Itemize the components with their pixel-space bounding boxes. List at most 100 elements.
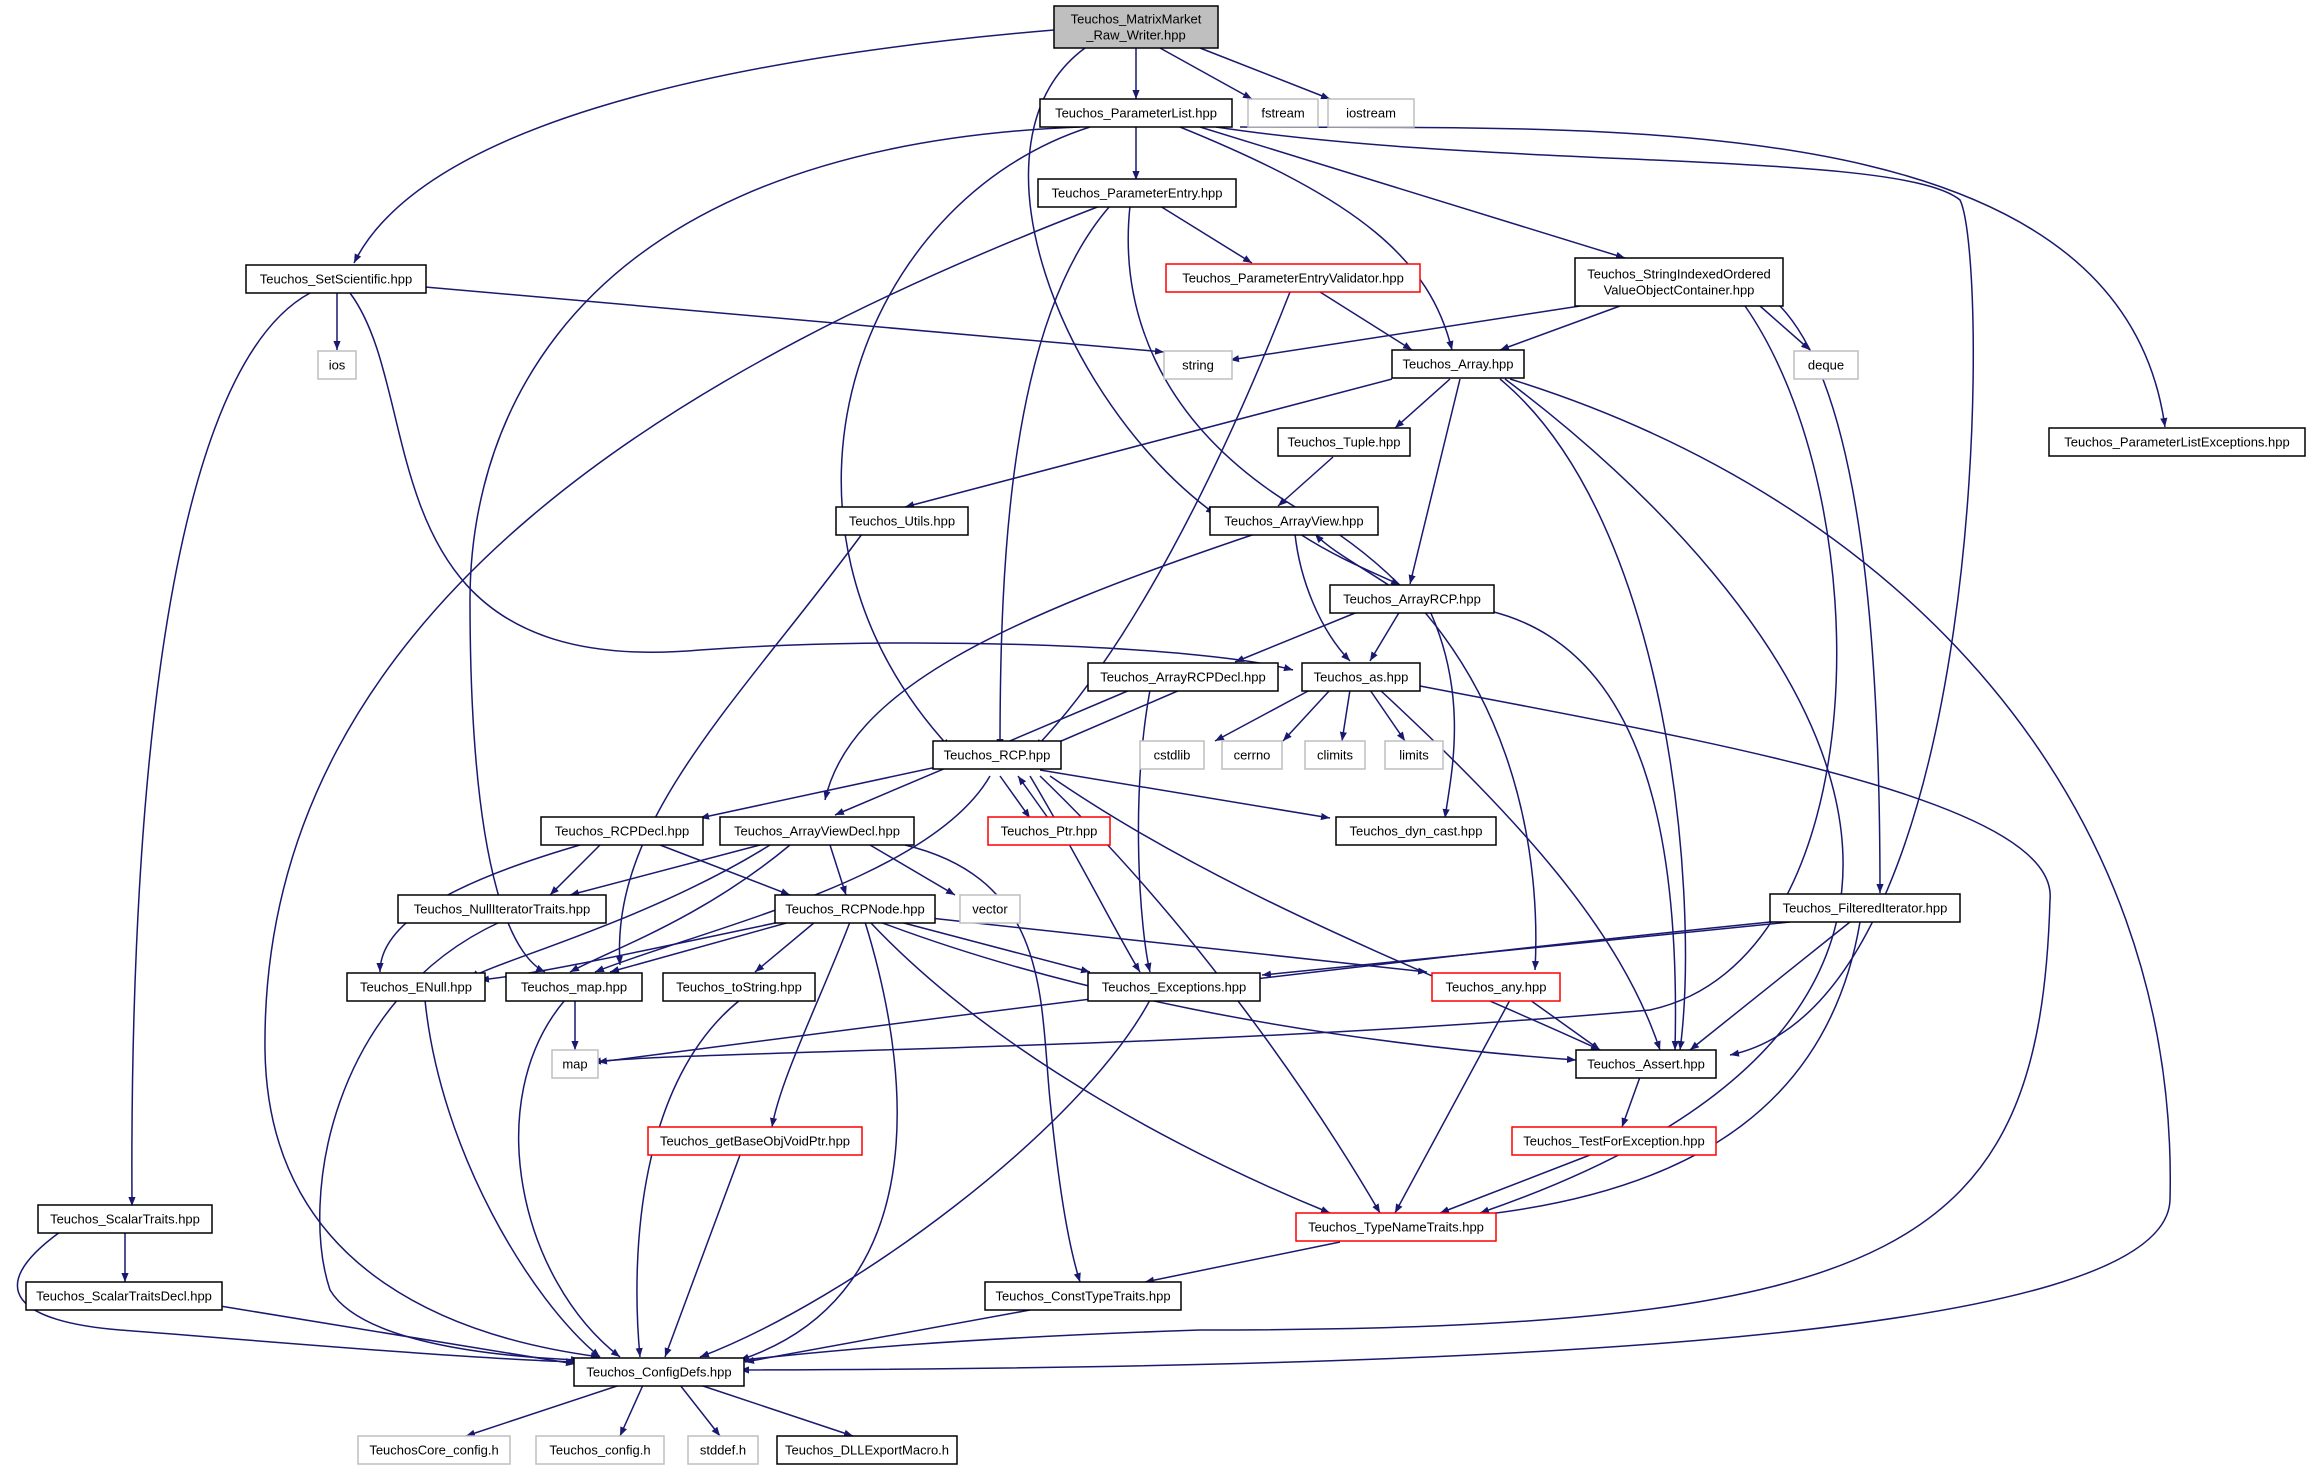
node-box [1087, 972, 1261, 1002]
node-box [2048, 427, 2306, 457]
edge-exceptions-configdefs [699, 999, 1151, 1358]
node-tcfg: Teuchos_config.h [535, 1435, 665, 1465]
node-fstream: fstream [1247, 98, 1319, 128]
node-box [776, 1435, 958, 1465]
node-box [1304, 740, 1366, 770]
node-array[interactable]: Teuchos_Array.hpp [1391, 349, 1525, 379]
edge-as-cstdlib [1214, 689, 1311, 742]
node-label: Teuchos_Utils.hpp [849, 514, 955, 529]
edge-rcpnode-tostring [754, 921, 816, 973]
node-rcpnode[interactable]: Teuchos_RCPNode.hpp [774, 894, 936, 924]
edge-array-typename [1479, 378, 1844, 1214]
node-sioc[interactable]: Teuchos_StringIndexedOrderedValueObjectC… [1574, 257, 1784, 307]
node-limits: limits [1384, 740, 1444, 770]
node-rcp[interactable]: Teuchos_RCP.hpp [932, 740, 1062, 770]
node-box [1037, 178, 1237, 208]
edge-avdecl-vector [869, 844, 956, 896]
node-dllexport[interactable]: Teuchos_DLLExportMacro.h [776, 1435, 958, 1465]
node-box [1391, 349, 1525, 379]
node-box [1277, 427, 1411, 457]
node-label: Teuchos_ENull.hpp [360, 980, 472, 995]
node-tostring[interactable]: Teuchos_toString.hpp [662, 972, 816, 1002]
edge-map-configdefs [517, 999, 621, 1358]
edge-arrayrcp-assert [1489, 610, 1679, 1051]
node-label: Teuchos_config.h [549, 1443, 650, 1458]
node-arrayrcpdecl[interactable]: Teuchos_ArrayRCPDecl.hpp [1087, 662, 1279, 692]
node-box [540, 816, 704, 846]
node-box [719, 816, 915, 846]
node-pentry[interactable]: Teuchos_ParameterEntry.hpp [1037, 178, 1237, 208]
node-scalardecl[interactable]: Teuchos_ScalarTraitsDecl.hpp [25, 1281, 223, 1311]
edge-pentryval-array [1319, 291, 1413, 351]
node-label: _Raw_Writer.hpp [1085, 28, 1185, 43]
node-climits: climits [1304, 740, 1366, 770]
node-root: Teuchos_MatrixMarket_Raw_Writer.hpp [1053, 5, 1219, 49]
node-exceptions[interactable]: Teuchos_Exceptions.hpp [1087, 972, 1261, 1002]
node-label: Teuchos_getBaseObjVoidPtr.hpp [660, 1134, 850, 1149]
node-map[interactable]: Teuchos_map.hpp [505, 972, 643, 1002]
node-utils[interactable]: Teuchos_Utils.hpp [835, 506, 969, 536]
node-filtered[interactable]: Teuchos_FilteredIterator.hpp [1769, 893, 1961, 923]
node-box [662, 972, 816, 1002]
node-plistexc[interactable]: Teuchos_ParameterListExceptions.hpp [2048, 427, 2306, 457]
edge-sioc-filtered [1779, 305, 1884, 894]
edge-arrayrcpdecl-rcp [1044, 689, 1181, 749]
edge-configdefs-tcfg [619, 1384, 644, 1437]
node-stddef: stddef.h [687, 1435, 759, 1465]
edge-root-arrayview [1027, 47, 1216, 515]
node-box [647, 1126, 863, 1156]
node-getbase[interactable]: Teuchos_getBaseObjVoidPtr.hpp [647, 1126, 863, 1156]
node-label: Teuchos_TestForException.hpp [1523, 1134, 1704, 1149]
node-assert[interactable]: Teuchos_Assert.hpp [1575, 1049, 1717, 1079]
edge-sioc-string [1229, 305, 1581, 363]
node-tuple[interactable]: Teuchos_Tuple.hpp [1277, 427, 1411, 457]
edge-avdecl-consttype [904, 844, 1081, 1283]
node-testfor[interactable]: Teuchos_TestForException.hpp [1511, 1126, 1717, 1156]
node-label: Teuchos_FilteredIterator.hpp [1783, 901, 1948, 916]
edge-scalartraits-configdefs [16, 1231, 576, 1366]
node-consttype[interactable]: Teuchos_ConstTypeTraits.hpp [984, 1281, 1182, 1311]
node-arrayviewdecl[interactable]: Teuchos_ArrayViewDecl.hpp [719, 816, 915, 846]
node-as[interactable]: Teuchos_as.hpp [1301, 662, 1421, 692]
node-box [317, 350, 357, 380]
node-label: Teuchos_Exceptions.hpp [1102, 980, 1247, 995]
node-plist[interactable]: Teuchos_ParameterList.hpp [1039, 98, 1233, 128]
node-box [1335, 816, 1497, 846]
node-typename[interactable]: Teuchos_TypeNameTraits.hpp [1295, 1212, 1497, 1242]
node-box [1301, 662, 1421, 692]
node-label: Teuchos_ScalarTraitsDecl.hpp [36, 1289, 212, 1304]
node-box [357, 1435, 511, 1465]
node-box [245, 264, 427, 294]
node-nulliter[interactable]: Teuchos_NullIteratorTraits.hpp [397, 894, 607, 924]
node-box [1165, 263, 1421, 293]
node-box [1793, 350, 1859, 380]
edge-rcpdecl-nulliter [549, 844, 601, 896]
edge-plist-sioc [1199, 126, 1626, 259]
edge-rcp-rcpdecl [699, 761, 961, 820]
node-label: Teuchos_DLLExportMacro.h [785, 1443, 949, 1458]
node-deque: deque [1793, 350, 1859, 380]
edge-root-iostream [1199, 47, 1331, 100]
node-label: Teuchos_Ptr.hpp [1001, 824, 1098, 839]
node-configdefs[interactable]: Teuchos_ConfigDefs.hpp [573, 1357, 745, 1387]
node-dyncast[interactable]: Teuchos_dyn_cast.hpp [1335, 816, 1497, 846]
node-scalartraits[interactable]: Teuchos_ScalarTraits.hpp [37, 1204, 213, 1234]
node-setsci[interactable]: Teuchos_SetScientific.hpp [245, 264, 427, 294]
edge-array-tuple [1394, 378, 1451, 429]
node-any[interactable]: Teuchos_any.hpp [1431, 972, 1561, 1002]
node-box [1139, 740, 1205, 770]
node-pentryval[interactable]: Teuchos_ParameterEntryValidator.hpp [1165, 263, 1421, 293]
node-box [1384, 740, 1444, 770]
node-enull[interactable]: Teuchos_ENull.hpp [346, 972, 486, 1002]
edge-arrayview-arrayviewdecl [823, 533, 1256, 801]
node-label: Teuchos_as.hpp [1314, 670, 1409, 685]
edge-rcp-assert [1049, 775, 1601, 1051]
node-rcpdecl[interactable]: Teuchos_RCPDecl.hpp [540, 816, 704, 846]
node-arrayrcp[interactable]: Teuchos_ArrayRCP.hpp [1329, 584, 1495, 614]
node-box [1431, 972, 1561, 1002]
edges [16, 29, 2171, 1437]
node-label: Teuchos_ConfigDefs.hpp [586, 1365, 731, 1380]
node-arrayview[interactable]: Teuchos_ArrayView.hpp [1209, 506, 1379, 536]
node-ptr[interactable]: Teuchos_Ptr.hpp [987, 816, 1111, 846]
edge-pentry-pentryval [1159, 205, 1253, 264]
